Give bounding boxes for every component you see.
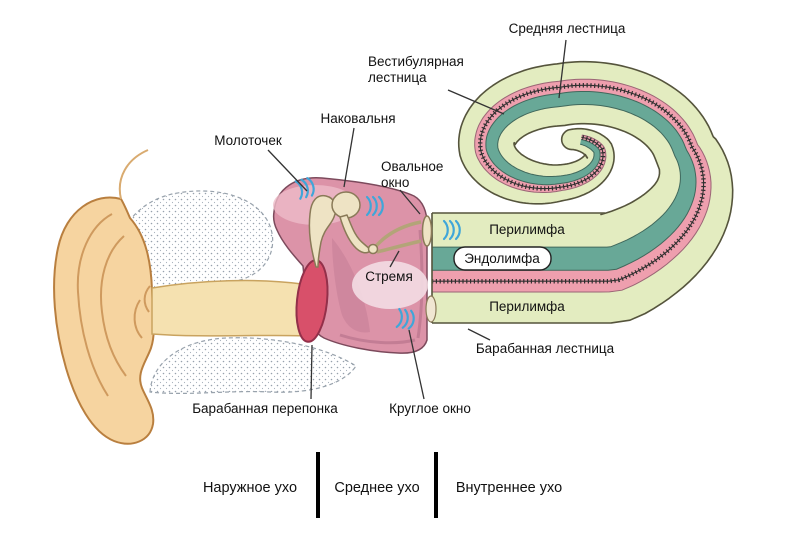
cavity-light-patch [352,261,428,309]
cochlea-tube-outline [432,60,734,324]
label-tympanic-membrane: Барабанная перепонка [192,401,338,416]
leader-round-window [408,329,425,400]
section-label-middle-ear: Среднее ухо [334,480,419,496]
endolymph-channel [432,91,696,271]
leader-malleus [267,149,308,192]
temporal-bone-upper [114,190,274,290]
channel-edge-line [432,91,697,271]
label-endolymph: Эндолимфа [464,251,540,266]
cavity-shadow [332,238,370,333]
leader-stapes [389,250,400,268]
label-malleus: Молоточек [214,133,282,148]
leader-incus [343,127,355,188]
label-incus: Наковальня [320,111,395,126]
ear-canal [151,279,311,337]
pinna-ridge-lines [76,213,151,397]
stapes-head [367,243,379,255]
round-window-membrane [425,295,437,323]
endolymph-label-box [453,246,552,271]
temporal-bone-lower [149,337,357,395]
incus-body [331,191,361,219]
cochlea-tube-outline [432,122,661,216]
label-scala-tympani: Барабанная лестница [476,341,615,356]
label-oval-window-line2: окно [381,175,409,190]
section-label-inner-ear: Внутреннее ухо [456,480,562,496]
basilar-membrane-line [432,84,705,282]
leader-lines [267,39,567,400]
leader-scala-media [558,39,567,99]
leader-scala-tympani [467,328,491,341]
label-perilymph-upper: Перилимфа [489,222,565,237]
label-scala-media: Средняя лестница [509,21,626,36]
leader-oval-window [399,189,421,215]
head-contour-line [118,149,149,200]
label-oval-window-line1: Овальное [381,159,443,174]
section-label-outer-ear: Наружное ухо [203,480,297,496]
channel-edge-line [432,104,681,248]
label-perilymph-lower: Перилимфа [489,299,565,314]
leader-eardrum [310,344,313,400]
channel-edge-line [432,78,712,293]
label-scala-vestibuli-line2: лестница [368,70,427,85]
stapes-footplate [421,215,433,247]
leader-scala-vestibuli [447,89,505,115]
label-stapes: Стремя [365,269,413,284]
incus-process [339,214,372,254]
stapes-legs [374,220,422,254]
ossicles [308,191,433,268]
label-scala-vestibuli-line1: Вестибулярная [368,54,464,69]
label-round-window: Круглое окно [389,401,471,416]
